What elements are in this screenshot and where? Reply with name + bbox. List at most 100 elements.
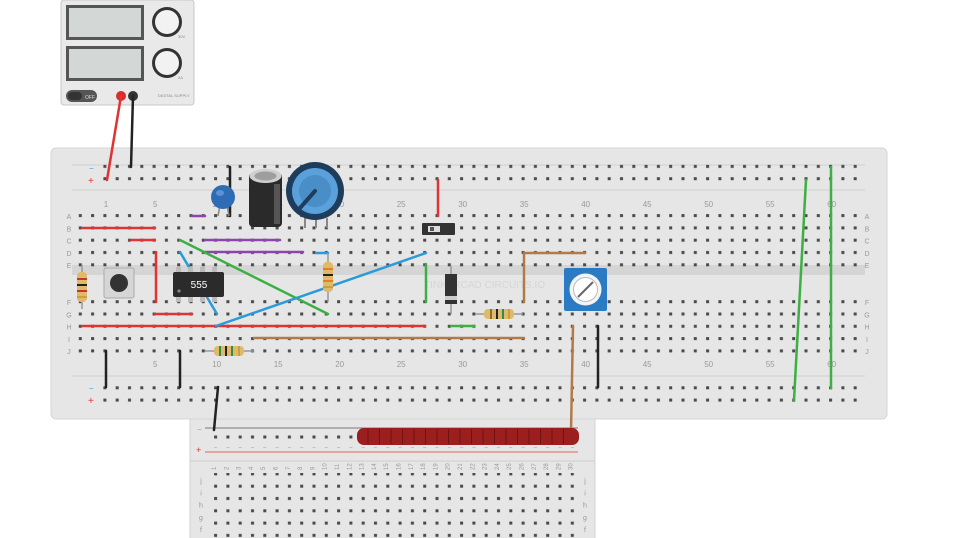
- small-column-label: 24: [495, 463, 501, 470]
- small-column-label: 21: [458, 463, 464, 470]
- column-label-top: 35: [520, 200, 529, 209]
- small-column-label: 14: [372, 463, 378, 470]
- small-column-label: 20: [446, 463, 452, 470]
- row-label-left: J: [67, 349, 71, 356]
- top-rail-plus: +: [88, 176, 94, 187]
- row-label-left: E: [67, 263, 72, 270]
- small-row-label-right: g: [583, 515, 587, 522]
- slide-switch[interactable]: [422, 223, 455, 235]
- small-column-label: 28: [544, 463, 550, 470]
- resistor-horizontal-right[interactable]: [475, 309, 523, 319]
- electrolytic-capacitor[interactable]: [249, 169, 282, 227]
- bottom-rail-plus: +: [88, 396, 94, 407]
- wire-green-long-left[interactable]: [792, 178, 808, 402]
- small-column-label: 4: [249, 466, 255, 470]
- row-label-left: G: [66, 312, 71, 319]
- row-label-right: B: [865, 226, 870, 233]
- wire-blue-long[interactable]: [214, 251, 428, 328]
- small-column-label: 12: [347, 463, 353, 470]
- small-column-label: 17: [409, 463, 415, 470]
- power-supply[interactable]: 30V 2A OFF DIGITAL SUPPLY: [60, 0, 195, 106]
- row-label-left: H: [66, 325, 71, 332]
- pushbutton[interactable]: [103, 267, 135, 299]
- row-label-left: C: [66, 239, 71, 246]
- column-label-top: 55: [766, 200, 775, 209]
- row-label-right: A: [865, 214, 870, 221]
- column-label-bottom: 30: [458, 360, 467, 369]
- small-row-label-left: j: [199, 478, 202, 485]
- column-label-top: 5: [153, 200, 158, 209]
- row-label-left: A: [67, 214, 72, 221]
- row-label-right: F: [865, 300, 869, 307]
- wire-brown-to-led[interactable]: [569, 324, 575, 434]
- potentiometer-knob[interactable]: [286, 162, 344, 228]
- column-label-top: 30: [458, 200, 467, 209]
- small-column-label: 22: [470, 463, 476, 470]
- wire-psu-positive[interactable]: [105, 94, 123, 182]
- brand-label: DIGITAL SUPPLY: [158, 93, 190, 98]
- ic-555[interactable]: 555: [173, 267, 224, 302]
- led-segments: [367, 429, 564, 444]
- column-label-bottom: 10: [212, 360, 221, 369]
- small-column-label: 7: [286, 466, 292, 470]
- column-label-top: 50: [704, 200, 713, 209]
- small-row-label-left: g: [199, 515, 203, 522]
- top-rail-minus: −: [89, 164, 94, 173]
- wire-green-diagonal[interactable]: [178, 238, 330, 316]
- small-column-label: 8: [298, 466, 304, 470]
- column-label-bottom: 40: [581, 360, 590, 369]
- voltage-knob-label: 30V: [178, 34, 185, 39]
- small-row-label-left: i: [200, 490, 202, 497]
- small-column-label: 16: [397, 463, 403, 470]
- column-label-top: 40: [581, 200, 590, 209]
- wires[interactable]: [80, 94, 833, 434]
- column-label-bottom: 20: [335, 360, 344, 369]
- small-row-label-right: i: [584, 490, 586, 497]
- column-label-bottom: 15: [274, 360, 283, 369]
- small-rail-minus: −: [197, 425, 202, 434]
- small-column-label: 13: [360, 463, 366, 470]
- wire-black-to-small-board[interactable]: [212, 385, 220, 432]
- resistor-horizontal-left[interactable]: [205, 346, 254, 356]
- small-row-label-right: h: [583, 503, 587, 510]
- column-label-bottom: 45: [643, 360, 652, 369]
- row-label-left: D: [66, 251, 71, 258]
- small-row-label-left: h: [199, 503, 203, 510]
- resistor-vertical[interactable]: [323, 253, 333, 302]
- small-column-label: 29: [556, 463, 562, 470]
- small-column-label: 3: [237, 466, 243, 470]
- bottom-rail-minus: −: [89, 384, 94, 393]
- row-label-right: D: [864, 251, 869, 258]
- row-label-right: J: [865, 349, 869, 356]
- potentiometer-pointer: [298, 189, 317, 210]
- resistor-left[interactable]: [77, 265, 87, 309]
- small-row-label-left: f: [200, 527, 202, 534]
- watermark: TINKERCAD CIRCUITS.IO: [424, 280, 545, 291]
- small-column-label: 15: [384, 463, 390, 470]
- off-label: OFF: [85, 95, 95, 101]
- small-column-label: 30: [569, 463, 575, 470]
- row-label-left: I: [68, 337, 70, 344]
- small-row-label-right: j: [583, 478, 586, 485]
- trimmer-potentiometer[interactable]: [564, 268, 607, 311]
- small-column-label: 11: [335, 463, 341, 470]
- wire-psu-negative[interactable]: [129, 94, 135, 169]
- row-label-right: E: [865, 263, 870, 270]
- column-label-bottom: 55: [766, 360, 775, 369]
- small-column-label: 26: [520, 463, 526, 470]
- small-column-label: 27: [532, 463, 538, 470]
- led-bar[interactable]: [357, 428, 579, 445]
- diode[interactable]: [445, 266, 457, 314]
- column-label-bottom: 50: [704, 360, 713, 369]
- small-column-label: 6: [274, 466, 280, 470]
- ceramic-capacitor[interactable]: [211, 185, 235, 217]
- small-column-label: 9: [310, 466, 316, 470]
- column-label-top: 45: [643, 200, 652, 209]
- ic-label: 555: [191, 280, 208, 291]
- small-column-label: 23: [483, 463, 489, 470]
- row-label-right: H: [864, 325, 869, 332]
- column-label-top: 1: [104, 200, 109, 209]
- small-column-label: 5: [261, 466, 267, 470]
